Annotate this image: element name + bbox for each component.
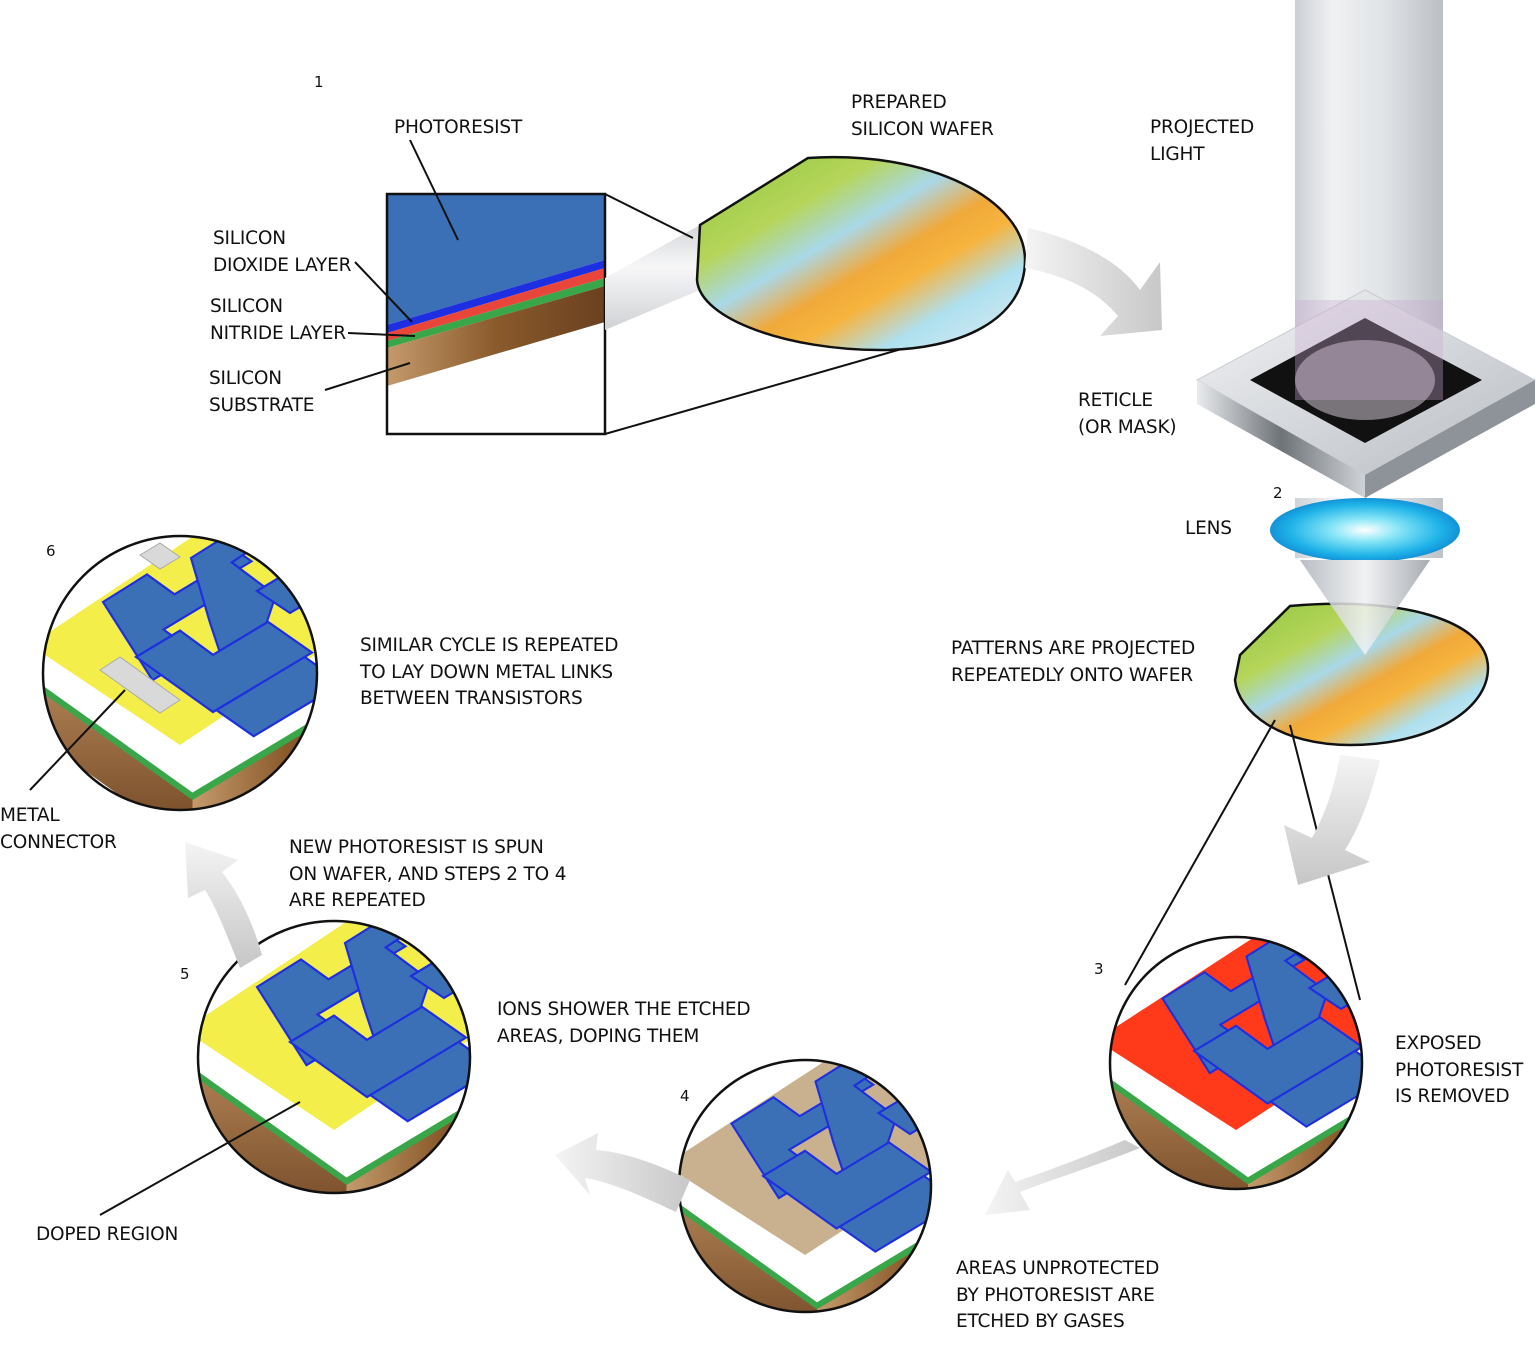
step-number-3: 3 (1094, 960, 1104, 978)
arrow-3-to-4 (985, 1140, 1140, 1215)
metal-connector-top (139, 542, 181, 570)
arrow-1-to-2 (1025, 228, 1162, 336)
step-6-circle (41, 534, 319, 812)
cross-section-box (385, 192, 607, 436)
silicon-dioxide-layer (387, 260, 605, 333)
projector (1195, 0, 1536, 655)
label-similar-cycle: SIMILAR CYCLE IS REPEATED TO LAY DOWN ME… (360, 635, 619, 709)
step-3-circle (1108, 935, 1364, 1191)
lens (1270, 498, 1460, 562)
step-number-1: 1 (314, 73, 324, 91)
label-reticle: RETICLE (OR MASK) (1078, 390, 1177, 438)
step-number-2: 2 (1273, 484, 1283, 502)
exposed-wafer (1233, 602, 1490, 747)
step-4-circle (677, 1058, 933, 1314)
label-silicon-nitride: SILICON NITRIDE LAYER (210, 296, 346, 344)
label-exposed-removed: EXPOSED PHOTORESIST IS REMOVED (1395, 1033, 1524, 1107)
arrow-2-to-3 (1284, 755, 1380, 885)
label-doped-region: DOPED REGION (36, 1224, 179, 1245)
label-projected-light: PROJECTED LIGHT (1150, 117, 1255, 165)
step-5-circle (196, 919, 472, 1195)
label-metal-connector: METAL CONNECTOR (0, 805, 117, 853)
label-patterns-projected: PATTERNS ARE PROJECTED REPEATEDLY ONTO W… (951, 638, 1196, 686)
label-ions-shower: IONS SHOWER THE ETCHED AREAS, DOPING THE… (497, 999, 751, 1047)
photoresist-layer (387, 194, 605, 325)
silicon-substrate-layer (387, 286, 605, 386)
label-new-photoresist: NEW PHOTORESIST IS SPUN ON WAFER, AND ST… (289, 837, 567, 911)
label-silicon-substrate: SILICON SUBSTRATE (209, 368, 315, 416)
label-silicon-dioxide: SILICON DIOXIDE LAYER (213, 228, 352, 276)
label-photoresist: PHOTORESIST (394, 117, 523, 138)
silicon-nitride-layer (387, 268, 605, 341)
step-number-5: 5 (180, 965, 190, 983)
step-number-4: 4 (680, 1087, 690, 1105)
label-prepared-wafer: PREPARED SILICON WAFER (851, 92, 994, 140)
label-areas-etched: AREAS UNPROTECTED BY PHOTORESIST ARE ETC… (956, 1258, 1160, 1332)
zoom-tube (605, 225, 700, 330)
label-lens: LENS (1185, 518, 1232, 539)
arrow-4-to-5 (555, 1133, 690, 1212)
green-layer (387, 278, 605, 348)
arrow-5-to-6 (185, 842, 262, 968)
step-number-6: 6 (46, 542, 56, 560)
prepared-wafer (695, 155, 1027, 352)
metal-connector-bottom (99, 656, 181, 714)
